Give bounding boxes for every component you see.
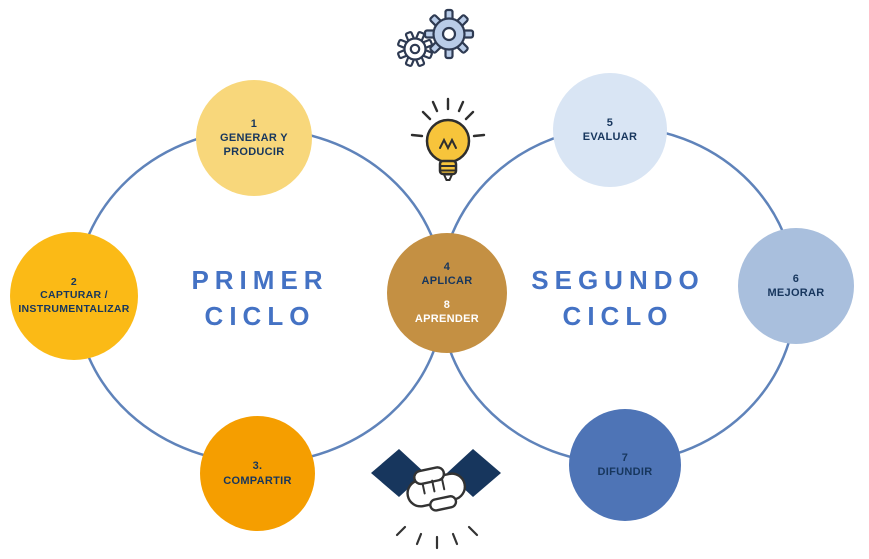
node-2-capturar-instrumentalizar: 2 CAPTURAR / INSTRUMENTALIZAR [10,232,138,360]
node-number: 3. [252,460,263,473]
center-bottom-number: 8 [443,298,451,311]
node-number: 2 [70,275,78,288]
node-5-evaluar: 5 EVALUAR [553,73,667,187]
node-text: 5 EVALUAR [561,116,659,145]
second-cycle-line1: SEGUNDO [531,265,705,295]
node-label: DIFUNDIR [597,466,653,478]
node-number: 6 [792,272,800,285]
node-label: GENERAR Y PRODUCIR [220,131,288,159]
node-label: EVALUAR [582,131,638,143]
node-number: 7 [621,451,629,464]
first-cycle-line2: CICLO [204,301,316,331]
node-7-difundir: 7 DIFUNDIR [569,409,681,521]
node-text: 3. COMPARTIR [208,459,307,488]
second-cycle-label: SEGUNDO CICLO [508,262,728,334]
node-4-aplicar-8-aprender: 4 APLICAR 8 APRENDER [387,233,507,353]
node-6-mejorar: 6 MEJORAR [738,228,854,344]
node-text: 2 CAPTURAR / INSTRUMENTALIZAR [13,276,136,317]
node-label: MEJORAR [767,287,825,299]
node-label: COMPARTIR [223,474,292,487]
node-text: 4 APLICAR 8 APRENDER [395,260,498,326]
first-cycle-label: PRIMER CICLO [163,262,357,334]
center-top-label: APLICAR [421,275,473,288]
first-cycle-line1: PRIMER [191,265,329,295]
lightbulb-icon [410,97,486,181]
node-text: 1 GENERAR Y PRODUCIR [204,117,304,160]
node-3-compartir: 3. COMPARTIR [200,416,315,531]
center-top-number: 4 [443,260,451,273]
second-cycle-line2: CICLO [562,301,674,331]
node-number: 1 [250,117,258,130]
node-text: 6 MEJORAR [746,272,846,301]
gears-icon [397,8,475,67]
handshake-icon [371,449,501,550]
node-number: 5 [606,116,614,129]
node-1-generar-producir: 1 GENERAR Y PRODUCIR [196,80,312,196]
node-label: CAPTURAR / INSTRUMENTALIZAR [18,289,130,315]
center-bottom-label: APRENDER [414,312,480,325]
node-text: 7 DIFUNDIR [577,451,673,480]
